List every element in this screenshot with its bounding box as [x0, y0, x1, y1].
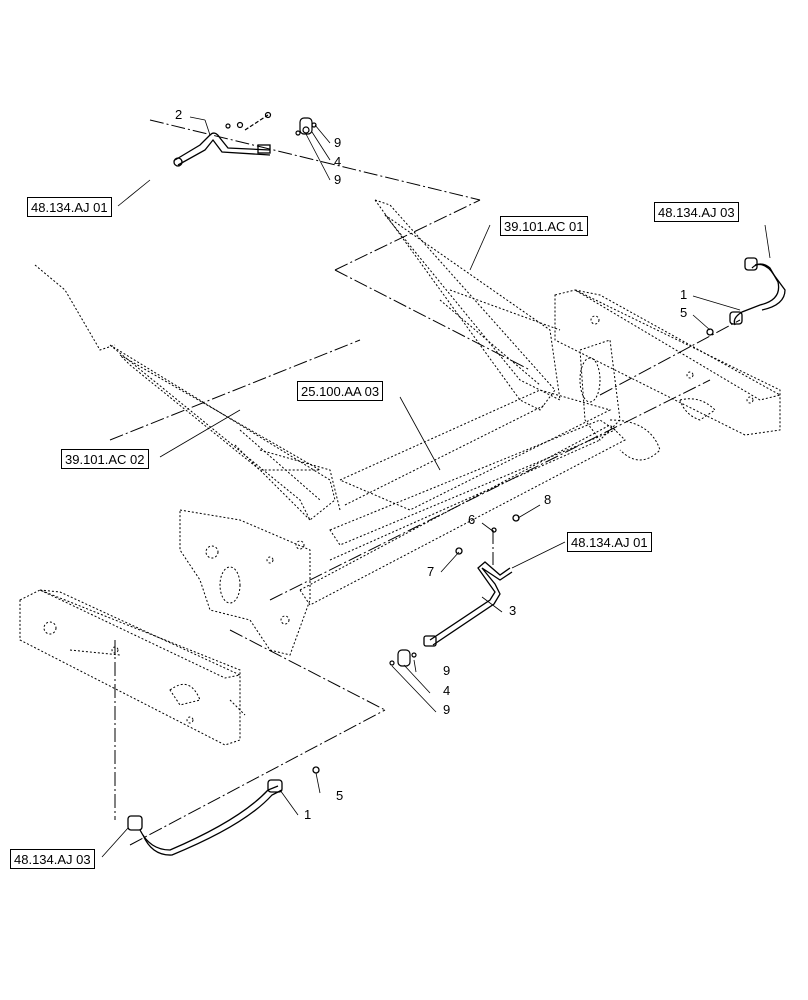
main-beam — [299, 389, 626, 606]
ref-box-48-134-aj-03-top[interactable]: 48.134.AJ 03 — [654, 202, 739, 222]
callout-part-5: 5 — [336, 788, 344, 803]
ref-box-48-134-aj-01-mid[interactable]: 48.134.AJ 01 — [567, 532, 652, 552]
top-fasteners — [225, 111, 317, 136]
callout-part-6: 6 — [468, 512, 476, 527]
callout-part-9: 9 — [334, 172, 342, 187]
callout-part-8: 8 — [544, 492, 552, 507]
callout-part-2: 2 — [175, 107, 183, 122]
tube-part-2 — [173, 132, 271, 167]
callout-part-4: 4 — [334, 154, 342, 169]
ref-box-39-101-ac-02[interactable]: 39.101.AC 02 — [61, 449, 149, 469]
callout-part-1: 1 — [680, 287, 688, 302]
hose-part-1-bottom — [127, 766, 320, 856]
lower-left-bracket — [19, 589, 246, 746]
left-plate — [179, 509, 311, 656]
callout-part-5: 5 — [680, 305, 688, 320]
callout-part-9: 9 — [443, 663, 451, 678]
right-bracket — [554, 289, 782, 461]
callout-part-3: 3 — [509, 603, 517, 618]
callout-part-9: 9 — [443, 702, 451, 717]
tube-part-3 — [423, 514, 520, 647]
callout-part-1: 1 — [304, 807, 312, 822]
ref-box-25-100-aa-03[interactable]: 25.100.AA 03 — [297, 381, 384, 401]
callout-part-9: 9 — [334, 135, 342, 150]
mid-fasteners — [389, 649, 417, 667]
left-brace — [34, 264, 341, 521]
callout-part-4: 4 — [443, 683, 451, 698]
ref-box-48-134-aj-03-bottom[interactable]: 48.134.AJ 03 — [10, 849, 95, 869]
callout-part-7: 7 — [427, 564, 435, 579]
right-brace — [373, 199, 561, 411]
ref-box-48-134-aj-01-top[interactable]: 48.134.AJ 01 — [27, 197, 112, 217]
hose-part-1-top — [706, 257, 786, 336]
leader-lines — [101, 116, 771, 858]
ref-box-39-101-ac-01[interactable]: 39.101.AC 01 — [500, 216, 588, 236]
beam-axis-line — [109, 119, 741, 846]
